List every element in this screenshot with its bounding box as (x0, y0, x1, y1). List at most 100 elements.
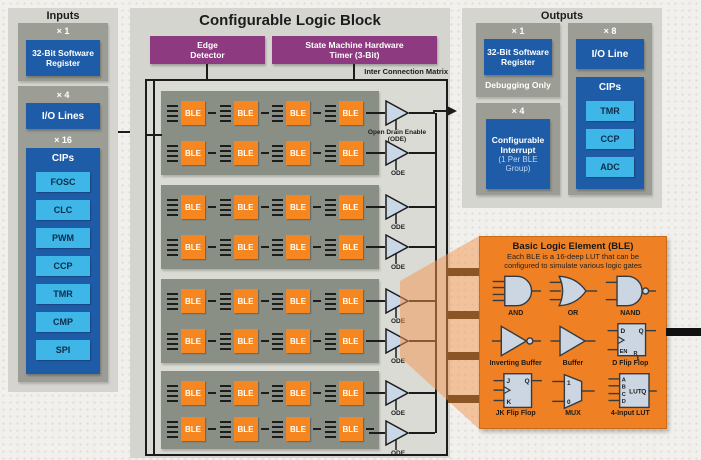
wire (208, 428, 216, 430)
wire (369, 392, 385, 394)
wire (369, 152, 385, 154)
ble-box: BLE (338, 289, 363, 313)
wire (260, 206, 269, 208)
wire (167, 114, 178, 117)
wire (272, 337, 283, 340)
ble-input-lines (272, 292, 283, 310)
ble-unit: BLE (272, 289, 325, 313)
ble-row: BLE BLE BLE BLE (167, 289, 377, 313)
ode-triangle-icon (385, 139, 411, 172)
wire (324, 384, 336, 387)
ble-box: BLE (233, 141, 258, 165)
wire (313, 152, 321, 154)
ode-triangle-icon (385, 287, 411, 320)
clb-section: Configurable Logic Block Edge Detector S… (130, 8, 450, 458)
wire (435, 113, 437, 433)
ble-input-lines (167, 198, 178, 216)
wire (272, 104, 283, 107)
ble-box: BLE (181, 289, 205, 313)
wire (167, 337, 178, 340)
wire (167, 213, 178, 216)
buffer-icon (550, 325, 596, 357)
wire (167, 243, 178, 246)
ble-unit: BLE (167, 417, 220, 441)
ble-box: BLE (338, 235, 363, 259)
ble-box: BLE (233, 195, 258, 219)
gate-label: D Flip Flop (612, 360, 649, 367)
cip-item: CCP (36, 256, 90, 276)
ble-box: BLE (286, 289, 310, 313)
wire (272, 425, 283, 428)
wire (260, 112, 269, 114)
inputs-sw-register-count: × 1 (56, 26, 70, 36)
gate-label: AND (508, 310, 524, 317)
wire (324, 154, 336, 157)
wire (272, 297, 283, 300)
ble-input-lines (324, 332, 336, 350)
ble-input-line (448, 311, 479, 319)
wire (324, 337, 336, 340)
ble-box: BLE (181, 329, 205, 353)
or-gate-icon (549, 275, 598, 307)
clb-title: Configurable Logic Block (199, 12, 381, 29)
inputs-section: Inputs × 1 32-Bit Software Register × 4 … (8, 8, 118, 392)
ble-unit: BLE (324, 195, 378, 219)
wire (324, 425, 336, 428)
ble-unit: BLE (272, 235, 325, 259)
wire (272, 114, 283, 117)
wire (219, 144, 231, 147)
wire (365, 428, 374, 430)
ble-unit: BLE (272, 195, 325, 219)
ble-unit: BLE (324, 235, 378, 259)
ble-unit: BLE (167, 329, 220, 353)
wire (324, 238, 336, 241)
wire (272, 243, 283, 246)
pin-label: LUT (629, 389, 642, 396)
ble-unit: BLE (167, 235, 220, 259)
outputs-debugging-note: Debugging Only (485, 80, 551, 90)
ode-label: ODE (390, 170, 406, 177)
wire (219, 238, 231, 241)
ble-input-lines (324, 144, 336, 162)
ble-input-lines (272, 420, 283, 438)
wire (219, 104, 231, 107)
gate-cell-inverting-buffer: Inverting Buffer (487, 322, 544, 367)
ble-input-lines (167, 420, 178, 438)
gate-label: OR (567, 310, 579, 317)
wire (313, 246, 321, 248)
wire (208, 206, 216, 208)
ble-input-lines (167, 384, 178, 402)
ble-output-line (666, 328, 701, 336)
inputs-io-lines: I/O Lines (26, 103, 100, 129)
outputs-interrupt-sublabel: (1 Per BLE Group) (498, 155, 538, 173)
gate-label: Inverting Buffer (489, 360, 542, 367)
wire (272, 213, 283, 216)
wire (324, 394, 336, 397)
and-gate-icon (492, 275, 541, 307)
ble-unit: BLE (167, 101, 220, 125)
pin-label: 1 (567, 380, 571, 387)
ble-box: BLE (338, 417, 363, 441)
ble-box: BLE (286, 235, 310, 259)
wire (272, 109, 283, 112)
wire (167, 144, 178, 147)
ble-box: BLE (233, 289, 258, 313)
nand-gate-icon (606, 275, 657, 307)
wire (167, 119, 178, 122)
wire (272, 302, 283, 305)
inputs-io-count: × 4 (56, 90, 70, 100)
ble-input-lines (324, 420, 336, 438)
wire (324, 430, 336, 433)
icm-label: Inter Connection Matrix (364, 67, 448, 76)
wire (167, 307, 178, 310)
ble-unit: BLE (272, 417, 325, 441)
pin-label: 0 (567, 399, 571, 406)
ble-box: BLE (181, 417, 205, 441)
ble-box: BLE (286, 101, 310, 125)
wire (272, 144, 283, 147)
